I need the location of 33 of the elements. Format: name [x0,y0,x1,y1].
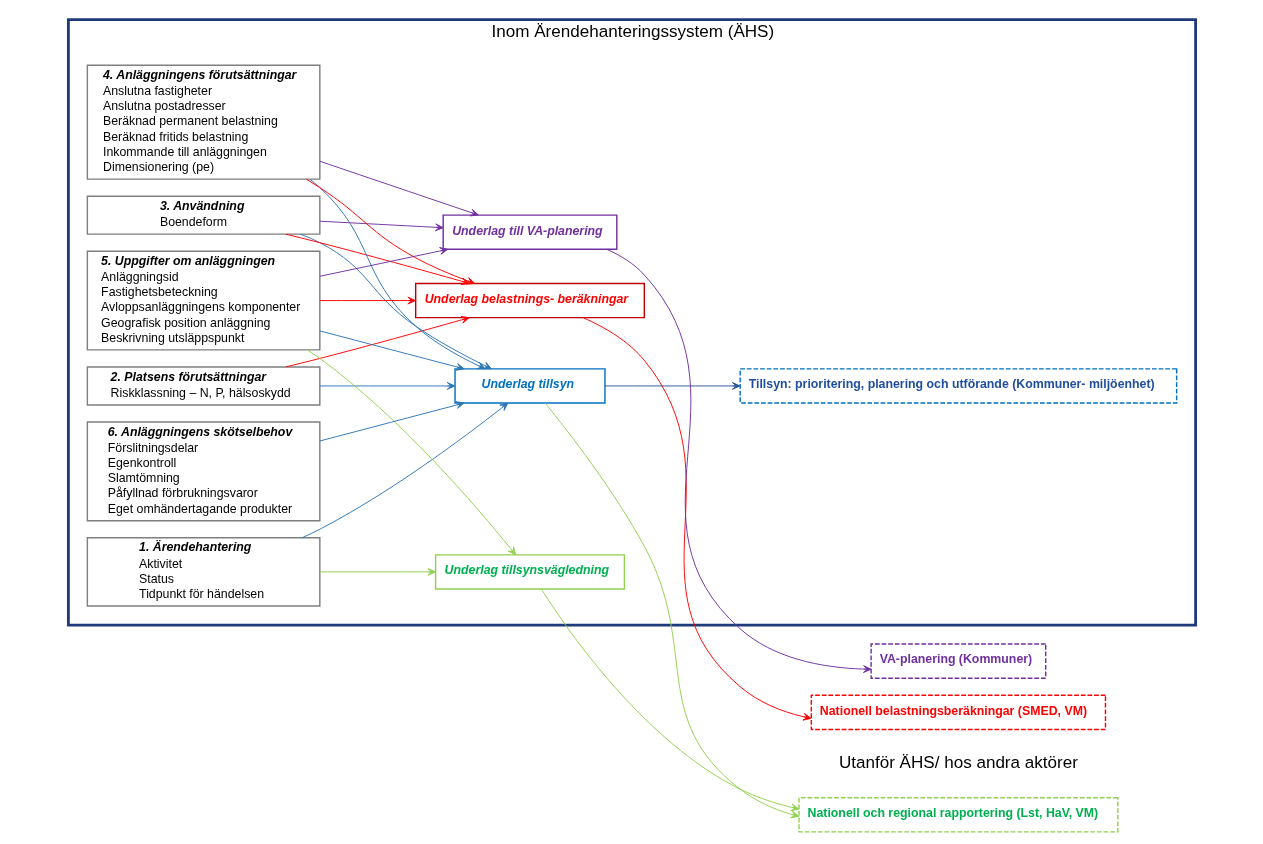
node-box: Tillsyn: prioritering, planering och utförande (Kommuner- miljöenhet) [738,368,1177,404]
node-box: Underlag tillsyn [453,368,606,404]
node-box: 2. Platsens förutsättningar Riskklassning – N, P, hälsoskydd [86,366,321,406]
node-box: Underlag till VA-planering [441,214,618,250]
node-box: Underlag tillsynsvägledning [434,554,625,590]
arrow [306,349,516,556]
arrow [604,382,740,390]
node-box: 6. Anläggningens skötselbehov Förslitningsdelar Egenkontroll Slamtömning Påfyllnad förbrukningsvaror Eget omhändertagande produkter [86,421,321,522]
node-box: 4. Anläggningens förutsättningar Anslutna fastigheter Anslutna postadresser Beräknad permanent belastning Beräknad fritids belastning Inkommande till anläggningen Dimensionering (pe) [86,64,321,180]
arrow [318,568,436,576]
arrow [284,316,470,368]
node-box: 3. Användning Boendeform [86,195,321,235]
arrow [318,247,448,277]
arrow [318,330,465,371]
arrow [318,401,465,442]
arrow [318,220,444,232]
node-box: VA-planering (Kommuner) [869,643,1046,679]
arrow [605,248,872,673]
label: Utanför ÄHS/ hos andra aktörer [838,752,1078,772]
arrow [299,233,492,370]
arrow [318,382,455,390]
node-box: Nationell belastningsberäkningar (SMED, VM) [810,694,1106,731]
node-box: 5. Uppgifter om anläggningen Anläggningsid Fastighetsbeteckning Avloppsanläggningens komponenter Geografisk position anläggning Beskrivning utsläppspunkt [86,250,321,351]
arrow [301,402,508,539]
arrow [582,317,812,721]
arrow [318,160,479,217]
arrow [309,178,486,370]
node-box: Underlag belastnings- beräkningar [414,282,645,319]
node-box: Nationell och regional rapportering (Lst, HaV, VM) [797,797,1118,833]
node-box: 1. Ärendehantering Aktivitet Status Tidpunkt för händelsen [86,537,321,607]
arrow [540,588,799,812]
arrow [544,402,799,819]
arrow [318,296,416,305]
